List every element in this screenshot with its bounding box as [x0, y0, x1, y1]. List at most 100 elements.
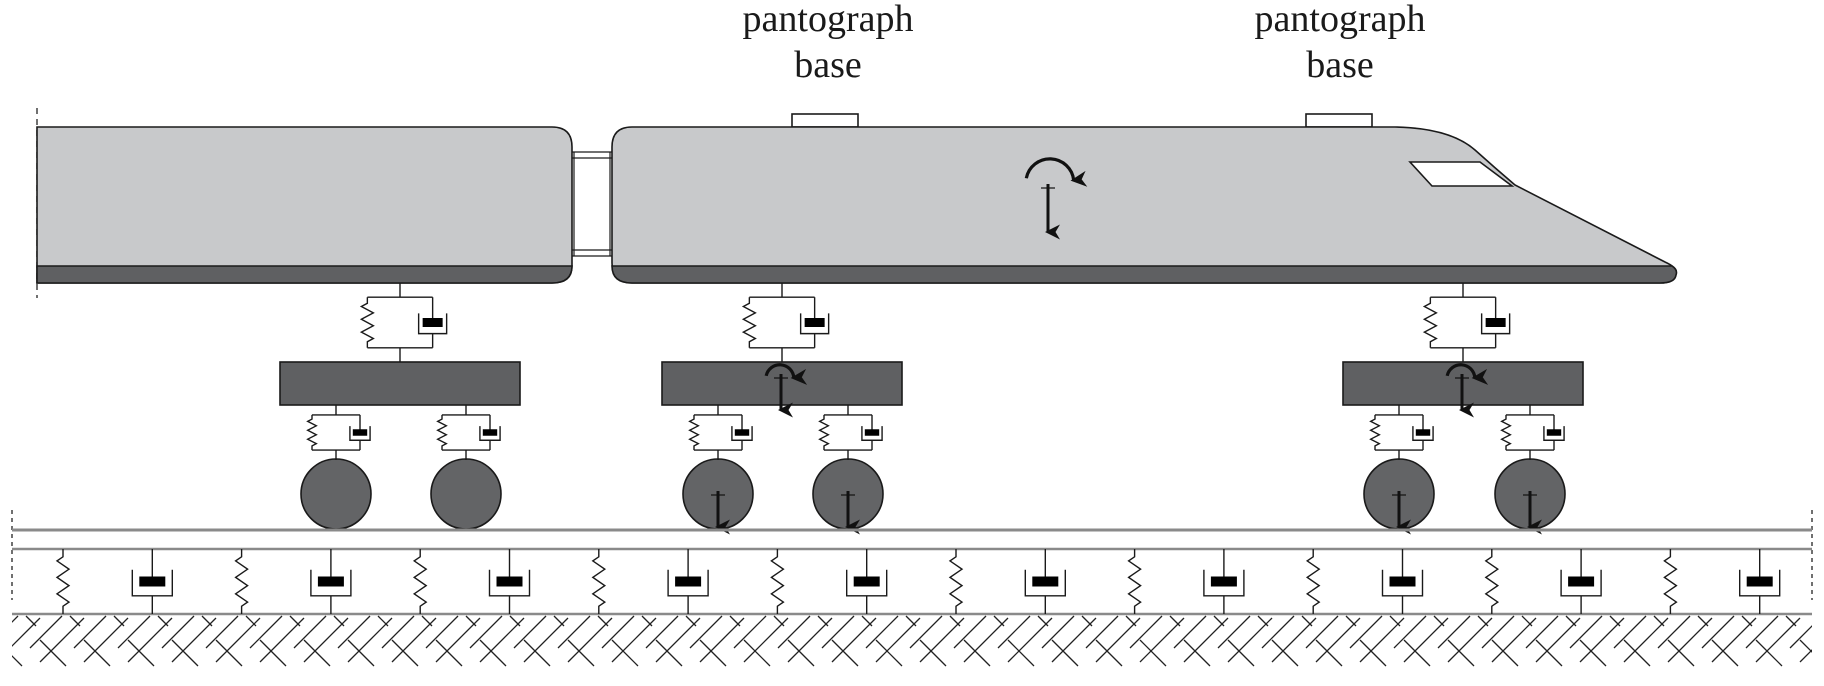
hatch-line	[333, 615, 345, 627]
hatch-line	[875, 617, 921, 663]
hatch-line	[215, 617, 261, 663]
primary-suspension	[818, 405, 883, 460]
hatch-line	[69, 615, 81, 627]
car-body-shell	[36, 126, 573, 284]
hatch-line	[83, 639, 111, 667]
hatch-line	[1609, 615, 1621, 627]
track-spring-icon	[770, 549, 785, 614]
hatch-line	[1799, 649, 1812, 663]
hatch-line	[685, 615, 697, 627]
hatch-line	[1261, 615, 1295, 649]
hatch-line	[963, 617, 1009, 663]
damper-piston	[1210, 576, 1237, 587]
hatch-line	[1525, 615, 1559, 649]
track-spring-icon	[1305, 549, 1321, 614]
hatch-line	[1789, 625, 1812, 649]
hatch-line	[821, 615, 855, 649]
hatch-line	[1271, 639, 1299, 667]
hatch-line	[1623, 639, 1651, 667]
hatch-line	[1393, 615, 1427, 649]
bogie-front	[661, 361, 903, 535]
damper-piston	[1415, 429, 1431, 436]
connector-gap	[570, 140, 614, 255]
hatch-line	[465, 615, 477, 627]
hatch-line	[787, 617, 833, 663]
pantograph-base	[1305, 113, 1373, 128]
hatch-line	[1745, 615, 1779, 649]
hatch-line	[905, 615, 917, 627]
hatch-line	[1305, 615, 1339, 649]
track-damper-icon	[488, 549, 531, 614]
hatch-line	[171, 617, 217, 663]
track-spring-icon	[234, 549, 249, 614]
hatch-line	[1315, 617, 1361, 663]
pantograph-base-label-1: pantograph base	[698, 0, 958, 88]
damper-piston	[864, 429, 880, 436]
label-line: pantograph	[1254, 0, 1426, 40]
car-floor	[611, 265, 1678, 284]
hatch-line	[919, 617, 965, 663]
hatch-line	[1521, 615, 1533, 627]
leading-car-body	[611, 126, 1678, 284]
hatch-line	[699, 617, 745, 663]
hatch-line	[997, 615, 1031, 649]
primary-suspension	[688, 405, 753, 460]
hatch-line	[113, 615, 125, 627]
spring-coil	[306, 414, 318, 451]
suspension-spring-icon	[688, 414, 700, 451]
track-damper-icon	[667, 549, 709, 614]
label-line: pantograph	[742, 0, 914, 40]
hatch-line	[303, 639, 331, 667]
track-damper-icon	[1381, 549, 1424, 614]
damper-piston	[1389, 576, 1416, 587]
hatch-line	[249, 615, 283, 649]
hatch-line	[1169, 615, 1181, 627]
hatch-line	[1667, 639, 1695, 667]
hatch-line	[12, 655, 23, 667]
wheel	[300, 458, 372, 530]
hatch-line	[919, 639, 947, 667]
hatch-line	[289, 615, 301, 627]
pantograph-base	[791, 113, 859, 128]
spring-coil	[818, 414, 830, 451]
wheel	[430, 458, 502, 530]
hatch-line	[1437, 615, 1471, 649]
spring-coil	[1484, 549, 1500, 614]
hatch-line	[205, 615, 239, 649]
hatch-line	[699, 639, 727, 667]
hatch-line	[509, 615, 521, 627]
pitch-arrow	[764, 363, 808, 385]
wheelset	[300, 458, 372, 530]
hatch-line	[1613, 615, 1647, 649]
suspension-spring-icon	[436, 414, 448, 451]
track-damper-icon	[1024, 549, 1066, 614]
damper-piston	[1032, 576, 1059, 587]
secondary-suspension	[741, 283, 830, 362]
hatch-line	[655, 639, 683, 667]
suspension-spring-icon	[1369, 414, 1381, 451]
hatch-line	[1125, 615, 1137, 627]
hatch-line	[949, 615, 961, 627]
hatch-line	[1403, 617, 1449, 663]
pitch-arrow	[1024, 157, 1088, 187]
hatch-line	[12, 617, 41, 647]
hatch-line	[1183, 617, 1229, 663]
hatch-line	[1433, 615, 1445, 627]
hatch-line	[773, 615, 785, 627]
hatch-line	[39, 617, 85, 663]
hatch-line	[567, 617, 613, 663]
suspension-spring-icon	[359, 297, 375, 348]
hatch-line	[1129, 615, 1163, 649]
hatch-line	[597, 615, 609, 627]
car-floor	[36, 265, 573, 284]
hatch-line	[777, 615, 811, 649]
wheelset	[682, 458, 754, 535]
hatch-line	[1697, 615, 1709, 627]
damper-piston	[422, 318, 443, 327]
hatch-line	[831, 617, 877, 663]
hatch-line	[733, 615, 767, 649]
hatch-line	[25, 615, 37, 627]
damper-piston	[675, 576, 702, 587]
hatch-line	[601, 615, 635, 649]
damper-cup	[799, 313, 830, 335]
